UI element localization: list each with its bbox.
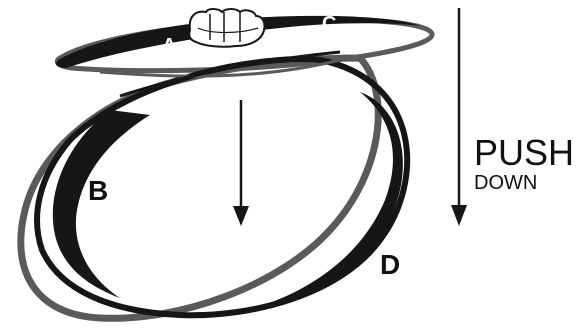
label-a: A xyxy=(162,35,176,57)
right-down-arrow-icon xyxy=(451,8,467,226)
fist-hand-icon xyxy=(189,9,264,47)
label-b: B xyxy=(88,175,108,206)
push-subtitle: DOWN xyxy=(474,172,537,194)
center-down-arrow-icon xyxy=(233,100,249,226)
label-d: D xyxy=(380,249,400,280)
push-title: PUSH xyxy=(474,132,574,173)
label-c: C xyxy=(322,13,336,35)
